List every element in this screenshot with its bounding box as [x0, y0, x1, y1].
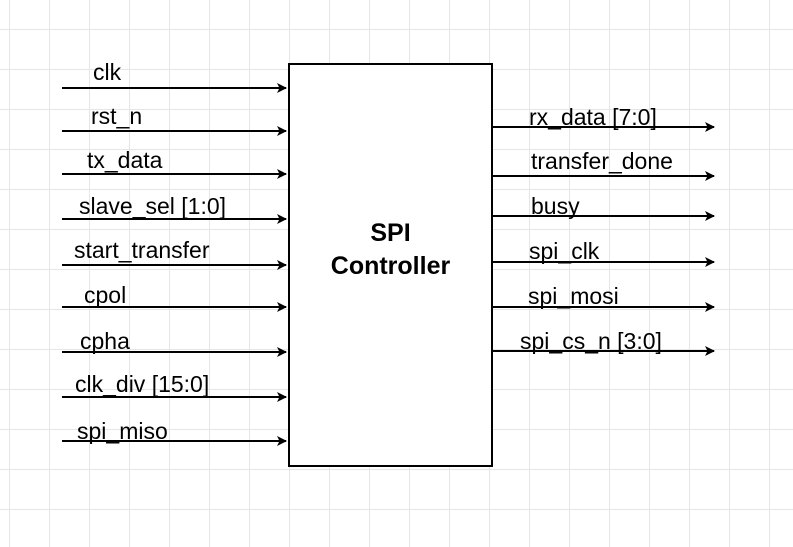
block-title-line1: SPI — [370, 219, 411, 247]
input-label-spi-miso: spi_miso — [77, 418, 168, 444]
block-title-line2: Controller — [330, 252, 451, 280]
output-label-spi-cs-n: spi_cs_n [3:0] — [520, 328, 662, 354]
input-label-clk: clk — [93, 59, 122, 85]
input-label-rst-n: rst_n — [91, 103, 143, 129]
input-label-tx-data: tx_data — [87, 147, 163, 173]
input-label-slave-sel: slave_sel [1:0] — [79, 193, 227, 219]
output-label-spi-clk: spi_clk — [529, 238, 600, 264]
input-label-cpol: cpol — [84, 282, 127, 308]
output-label-transfer-done: transfer_done — [531, 148, 673, 174]
block-title: SPI Controller — [290, 217, 491, 283]
output-label-rx-data: rx_data [7:0] — [529, 104, 657, 130]
input-label-cpha: cpha — [80, 328, 130, 354]
input-label-start-transfer: start_transfer — [74, 237, 210, 263]
output-label-spi-mosi: spi_mosi — [528, 283, 619, 309]
spi-controller-block: SPI Controller — [288, 63, 493, 467]
input-label-clk-div: clk_div [15:0] — [75, 371, 210, 397]
output-label-busy: busy — [531, 193, 580, 219]
